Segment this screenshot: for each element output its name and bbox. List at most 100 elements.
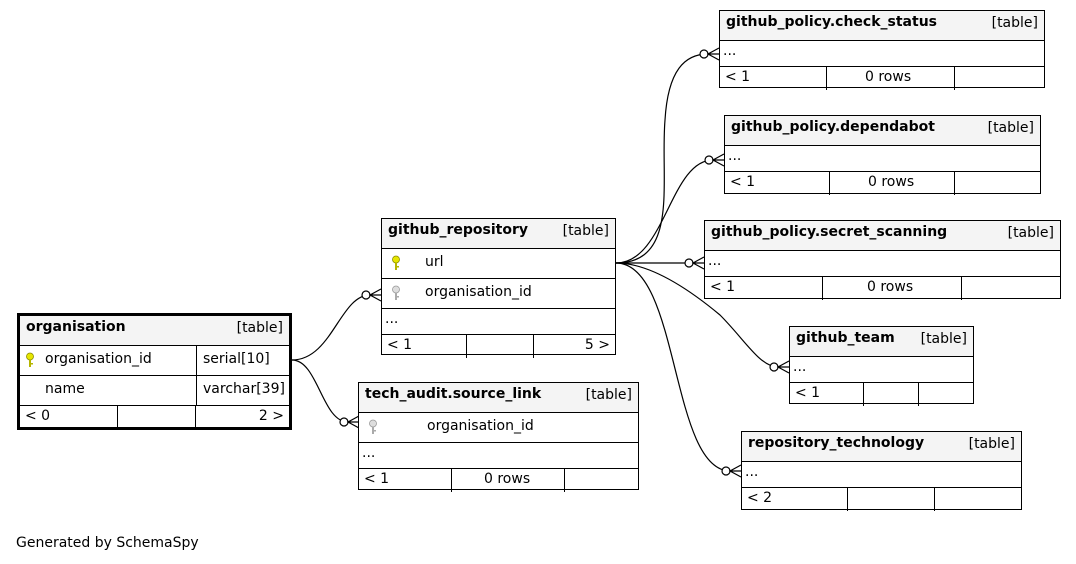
table-github-policy-dependabot[interactable]: github_policy.dependabot [table] ... < 1… <box>724 115 1041 195</box>
children-count: 5 > <box>584 337 610 353</box>
table-kind: [table] <box>991 15 1038 31</box>
table-tech-audit-source-link[interactable]: tech_audit.source_link [table] organisat… <box>358 382 639 492</box>
table-header: github_policy.check_status [table] <box>720 11 1044 40</box>
crowfoot-marker <box>706 47 720 61</box>
column-row[interactable]: url <box>382 248 615 278</box>
column-name: url <box>425 254 444 270</box>
table-github-policy-secret-scanning[interactable]: github_policy.secret_scanning [table] ..… <box>704 220 1061 300</box>
column-type-cell: varchar[39] <box>196 376 289 405</box>
table-name: github_policy.dependabot <box>731 119 935 135</box>
table-kind: [table] <box>562 223 609 239</box>
table-kind: [table] <box>920 331 967 347</box>
footer-rows-cell <box>863 383 919 406</box>
row-count: 0 rows <box>865 69 912 85</box>
table-footer: < 1 <box>790 382 973 406</box>
parents-count: < 1 <box>725 69 751 85</box>
ellipsis: ... <box>793 359 807 375</box>
generated-by-credit: Generated by SchemaSpy <box>16 535 199 551</box>
row-count: 0 rows <box>867 279 914 295</box>
edge-github-repository-github-team <box>615 262 779 368</box>
footer-children-cell[interactable] <box>934 488 1021 511</box>
table-organisation[interactable]: organisation [table] organisation_id ser… <box>17 313 292 430</box>
table-github-repository[interactable]: github_repository [table] url organisati… <box>381 218 616 358</box>
edge-organisation-github-repository <box>291 294 371 361</box>
column-name: organisation_id <box>427 418 534 434</box>
table-name: github_team <box>796 330 895 346</box>
parents-count: < 1 <box>730 174 756 190</box>
table-kind: [table] <box>236 320 283 336</box>
table-github-policy-check-status[interactable]: github_policy.check_status [table] ... <… <box>719 10 1045 90</box>
footer-parents-cell[interactable]: < 1 <box>359 469 451 492</box>
parents-count: < 0 <box>25 408 51 424</box>
column-name: organisation_id <box>425 284 532 300</box>
table-kind: [table] <box>968 436 1015 452</box>
footer-parents-cell[interactable]: < 1 <box>720 67 826 90</box>
footer-children-cell[interactable]: 5 > <box>533 335 615 358</box>
footer-children-cell[interactable] <box>564 469 638 492</box>
table-footer: < 1 5 > <box>382 334 615 358</box>
ellipsis: ... <box>385 311 399 327</box>
footer-parents-cell[interactable]: < 0 <box>20 406 117 429</box>
footer-children-cell[interactable] <box>961 277 1060 300</box>
parents-count: < 1 <box>364 471 390 487</box>
column-type: varchar[39] <box>203 381 285 397</box>
footer-children-cell[interactable] <box>918 383 973 406</box>
table-repository-technology[interactable]: repository_technology [table] ... < 2 <box>741 431 1022 511</box>
foreign-key-icon <box>391 285 401 305</box>
table-header: github_policy.secret_scanning [table] <box>705 221 1060 250</box>
table-header: github_team [table] <box>790 327 973 356</box>
table-header: tech_audit.source_link [table] <box>359 383 638 412</box>
footer-children-cell[interactable] <box>954 172 1040 195</box>
parents-count: < 1 <box>387 337 413 353</box>
parents-count: < 1 <box>710 279 736 295</box>
footer-rows-cell <box>466 335 534 358</box>
ellipsis: ... <box>745 464 759 480</box>
table-footer: < 0 2 > <box>20 405 289 429</box>
table-name: github_policy.secret_scanning <box>711 224 948 240</box>
footer-children-cell[interactable]: 2 > <box>195 406 289 429</box>
footer-rows-cell <box>117 406 196 429</box>
children-count: 2 > <box>258 408 284 424</box>
column-row[interactable]: organisation_id <box>359 412 638 442</box>
footer-rows-cell: 0 rows <box>826 67 955 90</box>
column-row[interactable]: name varchar[39] <box>20 375 289 405</box>
table-header: organisation [table] <box>20 316 289 345</box>
column-row[interactable]: organisation_id serial[10] <box>20 345 289 375</box>
primary-key-icon <box>25 352 35 372</box>
primary-key-icon <box>391 255 401 275</box>
more-columns: ... <box>359 442 638 468</box>
footer-parents-cell[interactable]: < 1 <box>382 335 466 358</box>
more-columns: ... <box>742 461 1021 487</box>
ellipsis: ... <box>708 253 722 269</box>
crowfoot-marker <box>776 360 790 374</box>
edge-organisation-tech-audit-source-link <box>291 359 349 423</box>
table-kind: [table] <box>585 387 632 403</box>
edge-github-repository-dependabot <box>615 159 714 264</box>
column-row[interactable]: organisation_id <box>382 278 615 308</box>
crowfoot-marker <box>728 464 742 478</box>
table-github-team[interactable]: github_team [table] ... < 1 <box>789 326 974 406</box>
table-name: organisation <box>26 319 126 335</box>
footer-parents-cell[interactable]: < 1 <box>725 172 829 195</box>
footer-children-cell[interactable] <box>954 67 1044 90</box>
table-footer: < 1 0 rows <box>725 171 1040 195</box>
foreign-key-icon <box>368 419 378 439</box>
footer-parents-cell[interactable]: < 1 <box>790 383 863 406</box>
table-footer: < 1 0 rows <box>720 66 1044 90</box>
ellipsis: ... <box>728 148 742 164</box>
parents-count: < 2 <box>747 490 773 506</box>
more-columns: ... <box>720 40 1044 66</box>
footer-parents-cell[interactable]: < 2 <box>742 488 847 511</box>
ellipsis: ... <box>723 43 737 59</box>
footer-rows-cell <box>847 488 935 511</box>
column-type: serial[10] <box>203 351 270 367</box>
table-name: github_repository <box>388 222 528 238</box>
table-header: github_policy.dependabot [table] <box>725 116 1040 145</box>
table-name: github_policy.check_status <box>726 14 937 30</box>
edge-github-repository-check-status <box>615 53 709 264</box>
table-header: github_repository [table] <box>382 219 615 248</box>
parents-count: < 1 <box>795 385 821 401</box>
footer-parents-cell[interactable]: < 1 <box>705 277 822 300</box>
more-columns: ... <box>382 308 615 334</box>
